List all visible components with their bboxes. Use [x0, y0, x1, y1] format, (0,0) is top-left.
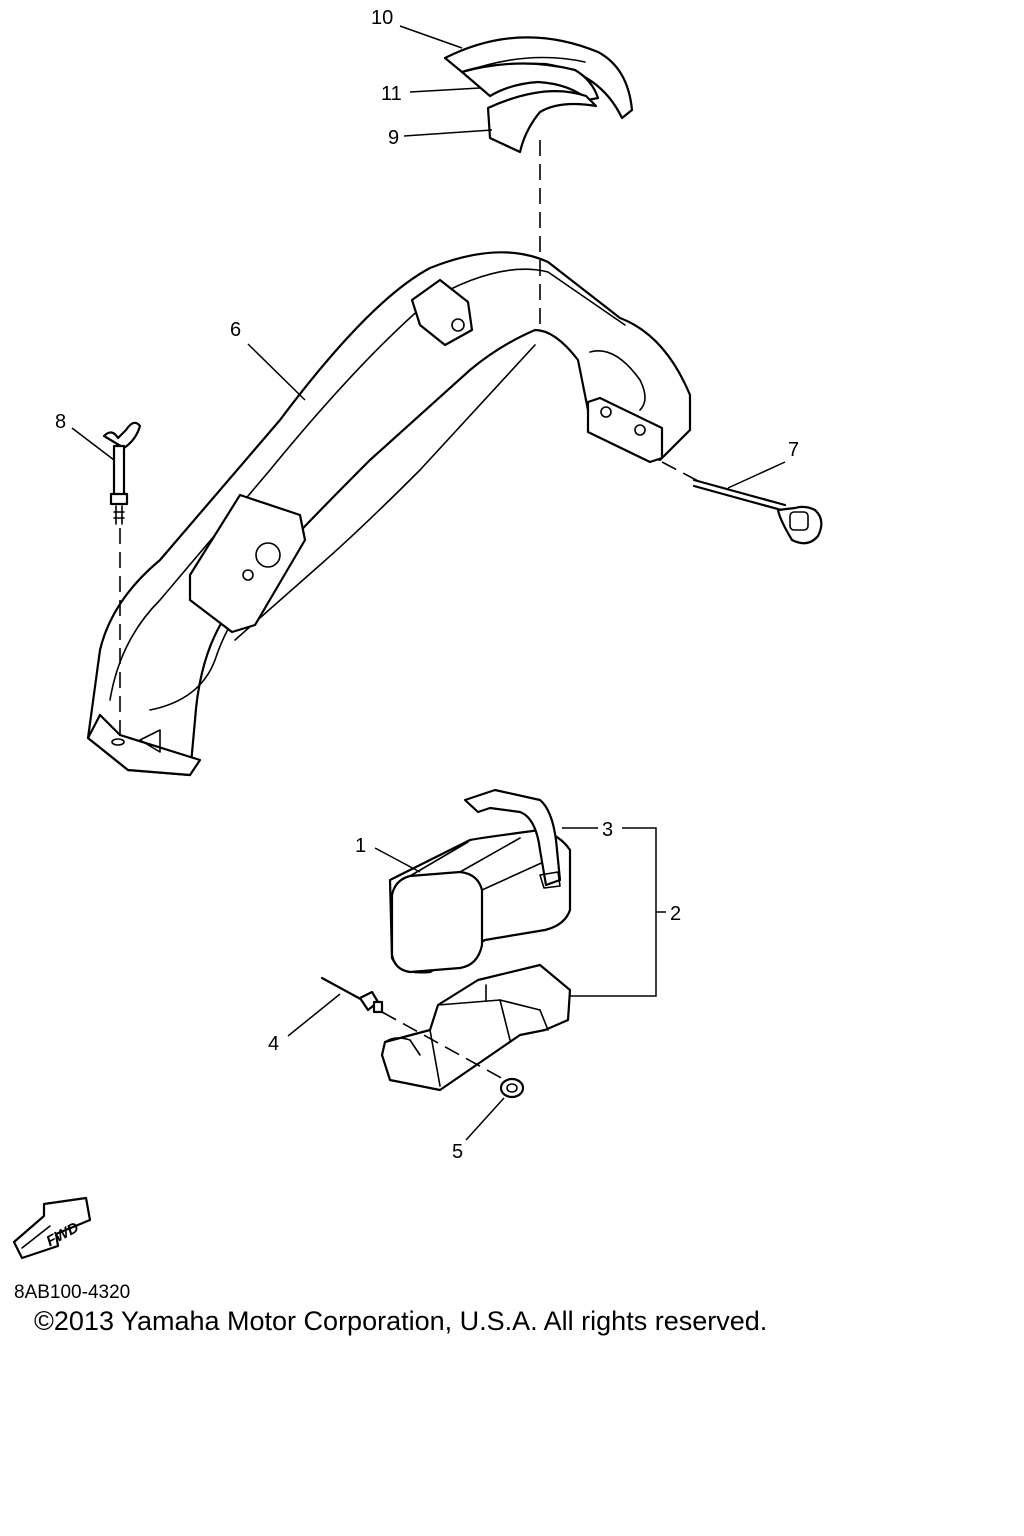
decal-11 [460, 62, 600, 102]
leader-lines [71, 25, 786, 1141]
callout-4: 4 [268, 1033, 279, 1055]
screw-4 [320, 976, 384, 1014]
exploded-parts-diagram: 10 11 9 6 8 7 1 3 2 4 5 FWD [12, 7, 823, 1260]
callout-3: 3 [602, 819, 613, 841]
nut-5 [499, 1077, 525, 1099]
battery-1 [388, 828, 572, 974]
callout-7: 7 [788, 439, 799, 461]
pin-7 [692, 478, 823, 545]
callout-9: 9 [388, 127, 399, 149]
assembly-line-pin [661, 461, 701, 483]
callout-2: 2 [670, 903, 681, 925]
rear-fender [86, 251, 692, 777]
decal-9 [486, 90, 598, 154]
callout-8: 8 [55, 411, 66, 433]
copyright-notice: ©2013 Yamaha Motor Corporation, U.S.A. A… [34, 1306, 768, 1336]
fwd-arrow-icon: FWD [12, 1196, 92, 1260]
diagram-code: 8AB100-4320 [14, 1282, 131, 1303]
battery-tray [380, 963, 572, 1092]
callout-11: 11 [381, 83, 402, 105]
callout-6: 6 [230, 319, 241, 341]
battery-band-3 [463, 788, 562, 889]
callout-1: 1 [355, 835, 366, 857]
wing-bolt-8 [102, 421, 142, 525]
callout-10: 10 [371, 7, 393, 29]
callout-5: 5 [452, 1141, 463, 1163]
